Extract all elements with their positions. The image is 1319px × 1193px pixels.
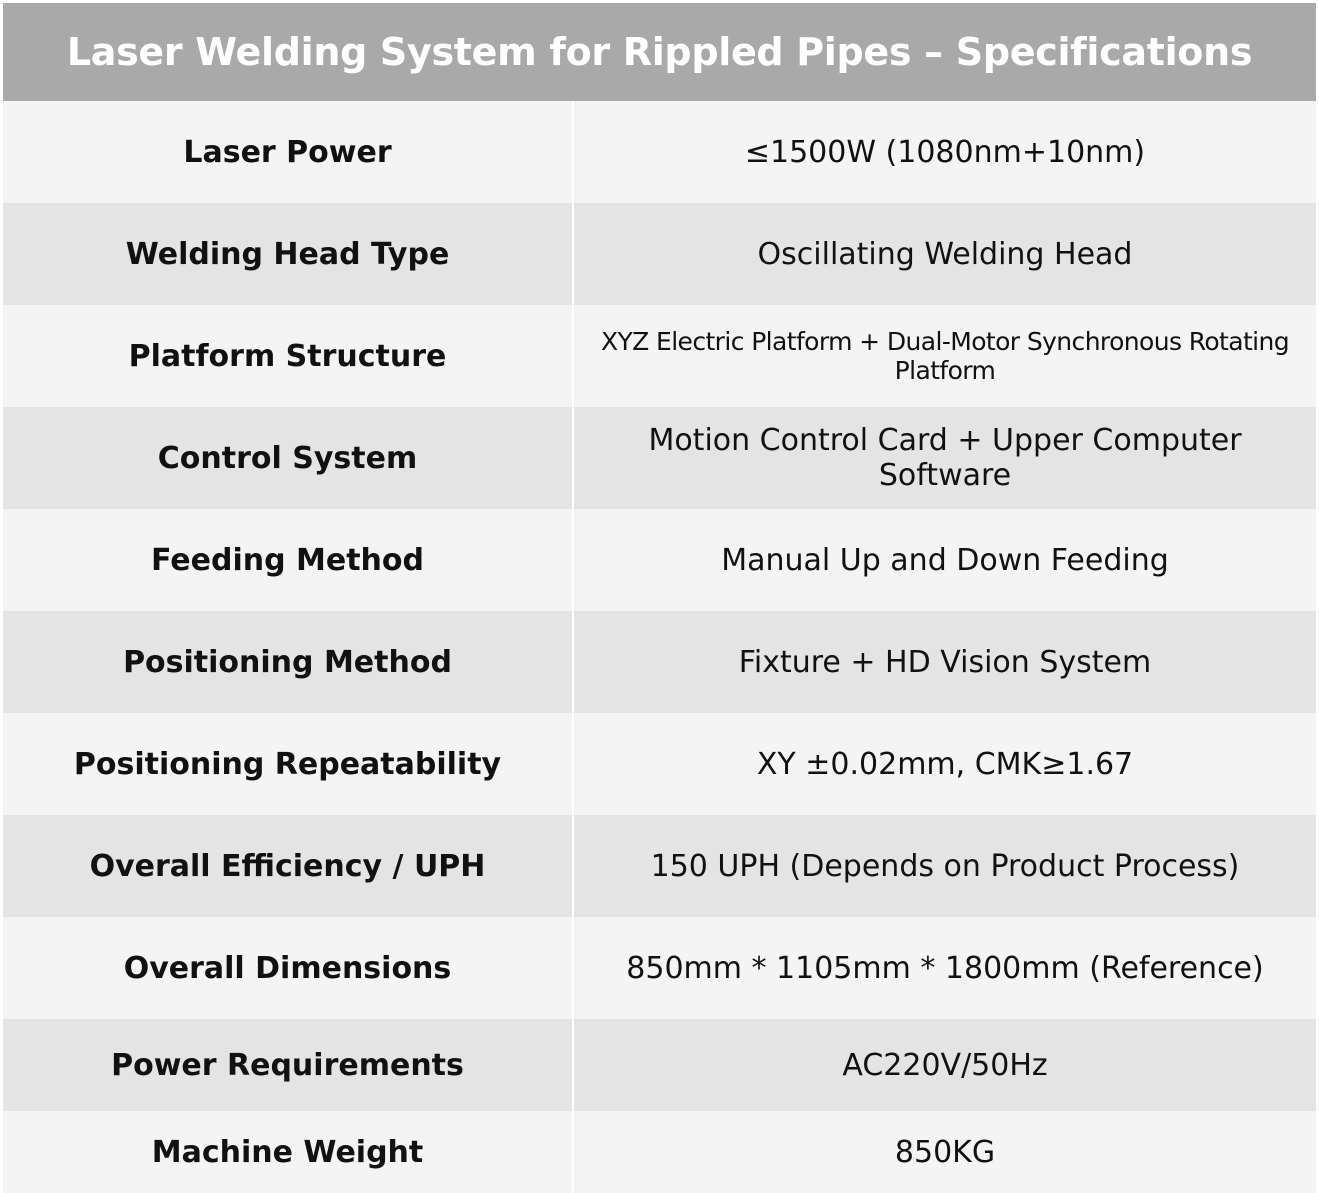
spec-value: Manual Up and Down Feeding bbox=[574, 509, 1316, 611]
spec-row-welding-head-type: Welding Head Type Oscillating Welding He… bbox=[3, 203, 1316, 305]
spec-label: Feeding Method bbox=[3, 509, 574, 611]
spec-value: XY ±0.02mm, CMK≥1.67 bbox=[574, 713, 1316, 815]
spec-label: Platform Structure bbox=[3, 305, 574, 407]
spec-value: Fixture + HD Vision System bbox=[574, 611, 1316, 713]
spec-value: AC220V/50Hz bbox=[574, 1019, 1316, 1111]
spec-row-platform-structure: Platform Structure XYZ Electric Platform… bbox=[3, 305, 1316, 407]
spec-table: Laser Power ≤1500W (1080nm+10nm) Welding… bbox=[3, 101, 1316, 1193]
spec-label: Overall Efficiency / UPH bbox=[3, 815, 574, 917]
spec-row-overall-efficiency: Overall Efficiency / UPH 150 UPH (Depend… bbox=[3, 815, 1316, 917]
spec-label: Positioning Repeatability bbox=[3, 713, 574, 815]
spec-row-positioning-repeatability: Positioning Repeatability XY ±0.02mm, CM… bbox=[3, 713, 1316, 815]
spec-label: Machine Weight bbox=[3, 1111, 574, 1193]
spec-label: Positioning Method bbox=[3, 611, 574, 713]
spec-sheet: Laser Welding System for Rippled Pipes –… bbox=[3, 3, 1316, 1193]
spec-value: ≤1500W (1080nm+10nm) bbox=[574, 101, 1316, 203]
spec-label: Welding Head Type bbox=[3, 203, 574, 305]
spec-value: 850KG bbox=[574, 1111, 1316, 1193]
spec-label: Overall Dimensions bbox=[3, 917, 574, 1019]
spec-row-feeding-method: Feeding Method Manual Up and Down Feedin… bbox=[3, 509, 1316, 611]
spec-title: Laser Welding System for Rippled Pipes –… bbox=[3, 3, 1316, 101]
spec-value: Motion Control Card + Upper Computer Sof… bbox=[574, 407, 1316, 509]
spec-label: Laser Power bbox=[3, 101, 574, 203]
spec-value: Oscillating Welding Head bbox=[574, 203, 1316, 305]
spec-value: 150 UPH (Depends on Product Process) bbox=[574, 815, 1316, 917]
spec-label: Control System bbox=[3, 407, 574, 509]
spec-value: 850mm * 1105mm * 1800mm (Reference) bbox=[574, 917, 1316, 1019]
spec-row-overall-dimensions: Overall Dimensions 850mm * 1105mm * 1800… bbox=[3, 917, 1316, 1019]
spec-row-positioning-method: Positioning Method Fixture + HD Vision S… bbox=[3, 611, 1316, 713]
spec-row-control-system: Control System Motion Control Card + Upp… bbox=[3, 407, 1316, 509]
spec-row-power-requirements: Power Requirements AC220V/50Hz bbox=[3, 1019, 1316, 1111]
spec-row-machine-weight: Machine Weight 850KG bbox=[3, 1111, 1316, 1193]
spec-label: Power Requirements bbox=[3, 1019, 574, 1111]
spec-row-laser-power: Laser Power ≤1500W (1080nm+10nm) bbox=[3, 101, 1316, 203]
spec-value: XYZ Electric Platform + Dual-Motor Synch… bbox=[574, 305, 1316, 407]
